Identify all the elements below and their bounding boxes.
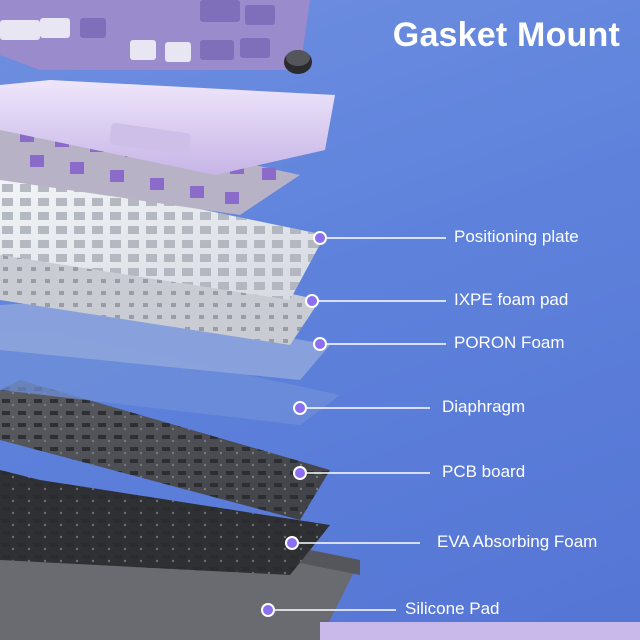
- label-pcb-board: PCB board: [442, 462, 526, 481]
- eva-foam-layer: [0, 470, 330, 575]
- callouts: [268, 237, 446, 611]
- callout-dot-icon: [293, 401, 307, 415]
- keycap-set: [0, 0, 310, 70]
- callout-dot-icon: [313, 337, 327, 351]
- callout-dot-icon: [313, 231, 327, 245]
- callout-dot-icon: [305, 294, 319, 308]
- callout-dots: [261, 231, 327, 617]
- label-ixpe-foam-pad: IXPE foam pad: [454, 290, 569, 309]
- label-diaphragm: Diaphragm: [442, 397, 526, 416]
- knob-icon: [284, 50, 312, 74]
- callout-dot-icon: [285, 536, 299, 550]
- label-silicone-pad: Silicone Pad: [405, 599, 500, 618]
- keyboard-case: [0, 80, 335, 175]
- page-title: Gasket Mount: [392, 16, 620, 54]
- label-positioning-plate: Positioning plate: [454, 227, 579, 246]
- poron-foam-layer: [0, 300, 330, 380]
- callout-dot-icon: [261, 603, 275, 617]
- pcb-board-layer: [0, 380, 330, 520]
- positioning-plate-layer: [0, 180, 325, 300]
- label-eva-absorbing-foam: EVA Absorbing Foam: [437, 532, 598, 551]
- callout-dot-icon: [293, 466, 307, 480]
- label-poron-foam: PORON Foam: [454, 333, 565, 352]
